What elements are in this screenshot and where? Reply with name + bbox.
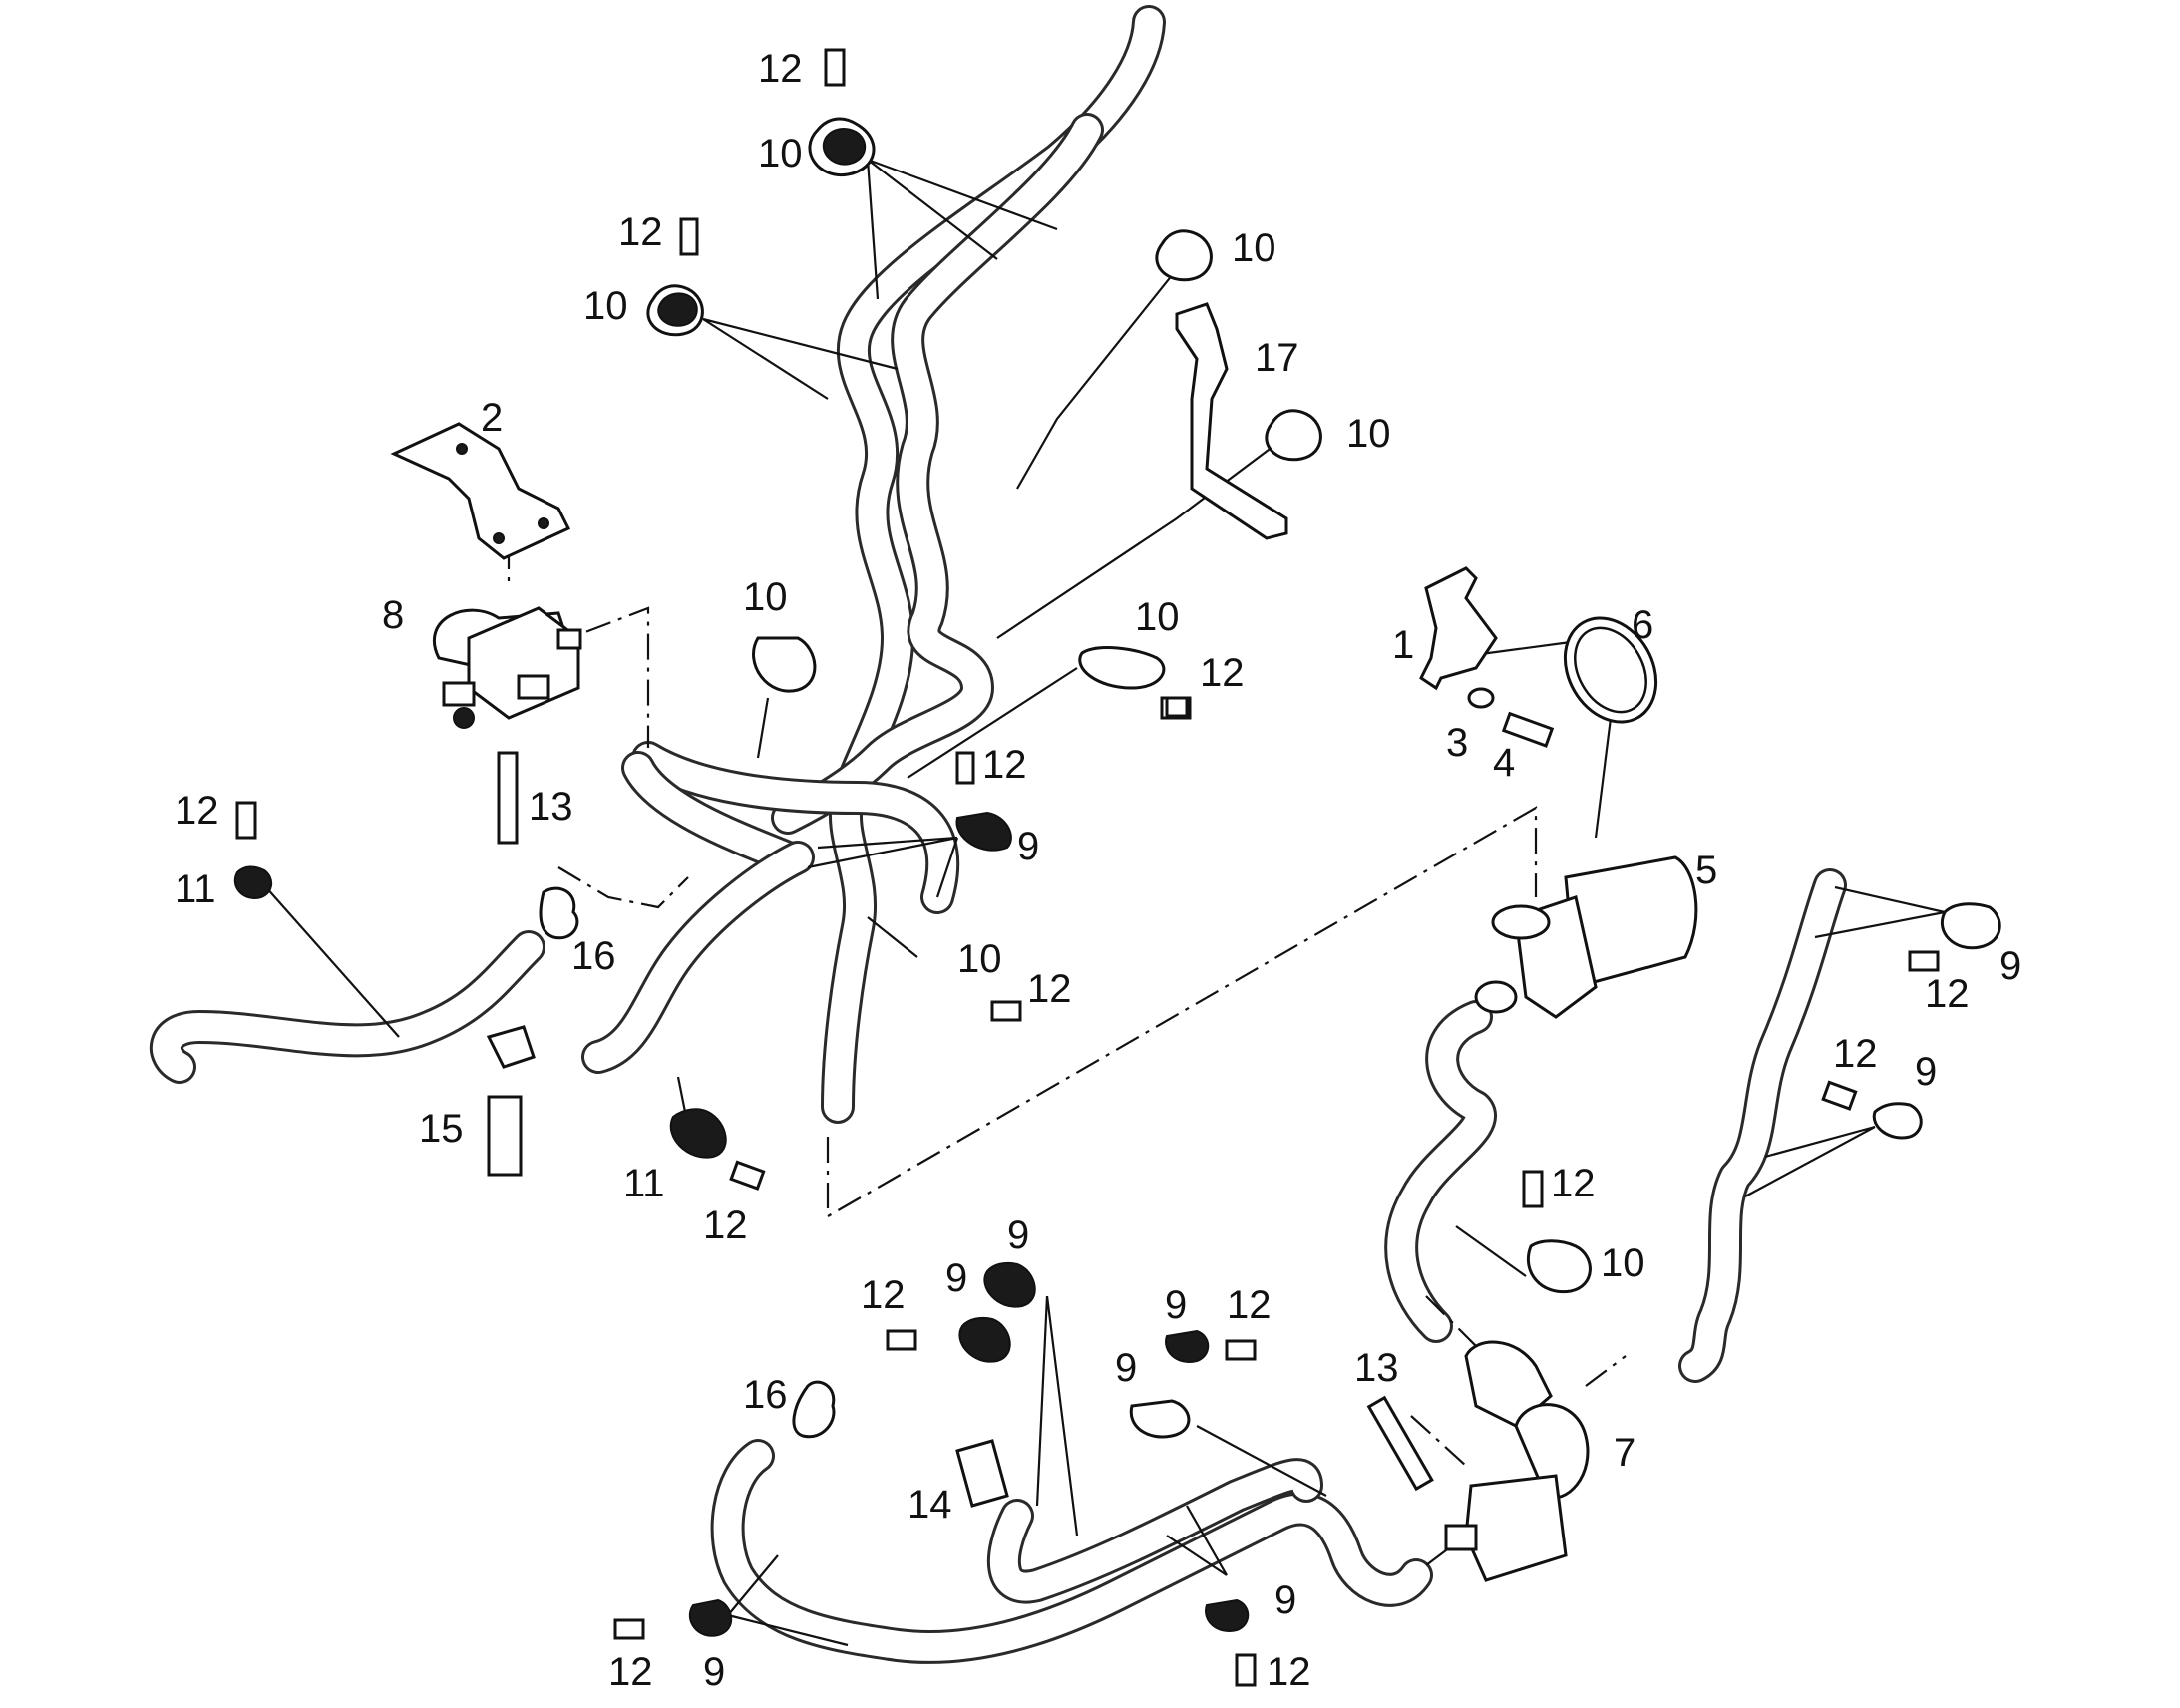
callout-9: 9 [703,1650,725,1694]
callout-12: 12 [1227,1283,1272,1327]
screw-12-set [235,48,1940,1687]
callout-12: 12 [758,47,803,91]
callout-11: 11 [623,1162,665,1205]
clamp-10-bracket [1265,409,1322,462]
callout-7: 7 [1614,1431,1635,1475]
callout-1: 1 [1392,623,1414,667]
clamp-10-right [1155,229,1213,282]
clamp-9-mid [955,811,1012,852]
junction-block-part-8 [432,606,582,729]
elbow-part-16-top [539,886,579,940]
clamp-9-bottom-e [1205,1598,1250,1632]
callout-12: 12 [608,1650,653,1694]
clamp-9-bottom-a [983,1261,1036,1308]
callout-13: 13 [529,785,573,829]
callout-12: 12 [1551,1162,1596,1205]
callout-2: 2 [481,396,503,440]
clamp-9-right-mid [1872,1102,1923,1140]
callout-9: 9 [1165,1283,1187,1327]
ring-part-6 [1563,616,1658,724]
clamp-10-mid [752,636,817,693]
callout-12: 12 [982,743,1027,787]
callout-labels: 12 10 12 10 10 17 10 2 8 10 10 12 1 6 3 … [175,47,2021,1694]
callout-10: 10 [1346,412,1391,456]
callout-12: 12 [175,789,219,833]
callout-15: 15 [419,1107,464,1151]
callout-9: 9 [1007,1213,1029,1257]
callout-12: 12 [1925,972,1970,1016]
callout-10: 10 [758,132,803,175]
washer-part-3 [1467,687,1495,709]
callout-12: 12 [1833,1032,1878,1076]
screw-part-4 [1501,711,1555,748]
bolt-part-13 [497,751,519,845]
elbow-part-16-bottom [792,1380,836,1439]
callout-12: 12 [618,210,663,254]
callout-6: 6 [1632,603,1653,647]
callout-10: 10 [957,937,1002,981]
callout-16: 16 [743,1373,788,1417]
clamp-9-bottom-b [958,1316,1011,1363]
callout-9: 9 [1999,944,2021,988]
callout-5: 5 [1695,849,1717,892]
hose-group [149,5,1847,1664]
bracket-part-1 [1419,566,1498,691]
callout-14: 14 [908,1483,952,1527]
callout-10: 10 [583,284,628,328]
callout-9: 9 [1915,1050,1937,1094]
clamp-9-bottom-d [1129,1399,1191,1439]
clamp-10-left [646,284,704,337]
callout-12: 12 [1027,967,1072,1011]
callout-11: 11 [175,867,216,911]
callout-13: 13 [1354,1346,1399,1390]
callout-9: 9 [1017,825,1039,868]
callout-12: 12 [861,1273,906,1317]
callout-16: 16 [571,934,616,978]
pump-part-5 [1474,855,1698,1019]
bolt-part-13-lower [1366,1395,1434,1492]
callout-9: 9 [1115,1346,1137,1390]
callout-10: 10 [743,575,788,619]
bracket-part-17 [1175,302,1288,540]
callout-12: 12 [1267,1650,1311,1694]
callout-10: 10 [1232,226,1276,270]
callout-12: 12 [703,1203,748,1247]
clamp-10-right-lower [1526,1239,1592,1294]
clamp-11-bottom [669,1108,727,1159]
clamp-11-left [233,865,273,899]
pump-part-7 [1444,1340,1590,1582]
callout-9: 9 [1274,1578,1296,1622]
callout-10: 10 [1135,595,1180,639]
clamp-9-right-top [1941,902,2001,950]
callout-10: 10 [1601,1241,1645,1285]
callout-8: 8 [382,593,404,637]
clamp-9-bottom-f [688,1598,733,1637]
callout-3: 3 [1446,721,1468,765]
callout-12: 12 [1200,651,1245,695]
clamp-10-top [808,117,876,176]
callout-9: 9 [945,1256,967,1300]
bracket-part-2 [390,422,571,560]
clamp-9-bottom-c [1165,1329,1210,1363]
callout-17: 17 [1255,336,1299,380]
fitting-part-14 [955,1439,1009,1508]
valve-part-15 [486,1025,536,1177]
callout-4: 4 [1493,741,1515,785]
